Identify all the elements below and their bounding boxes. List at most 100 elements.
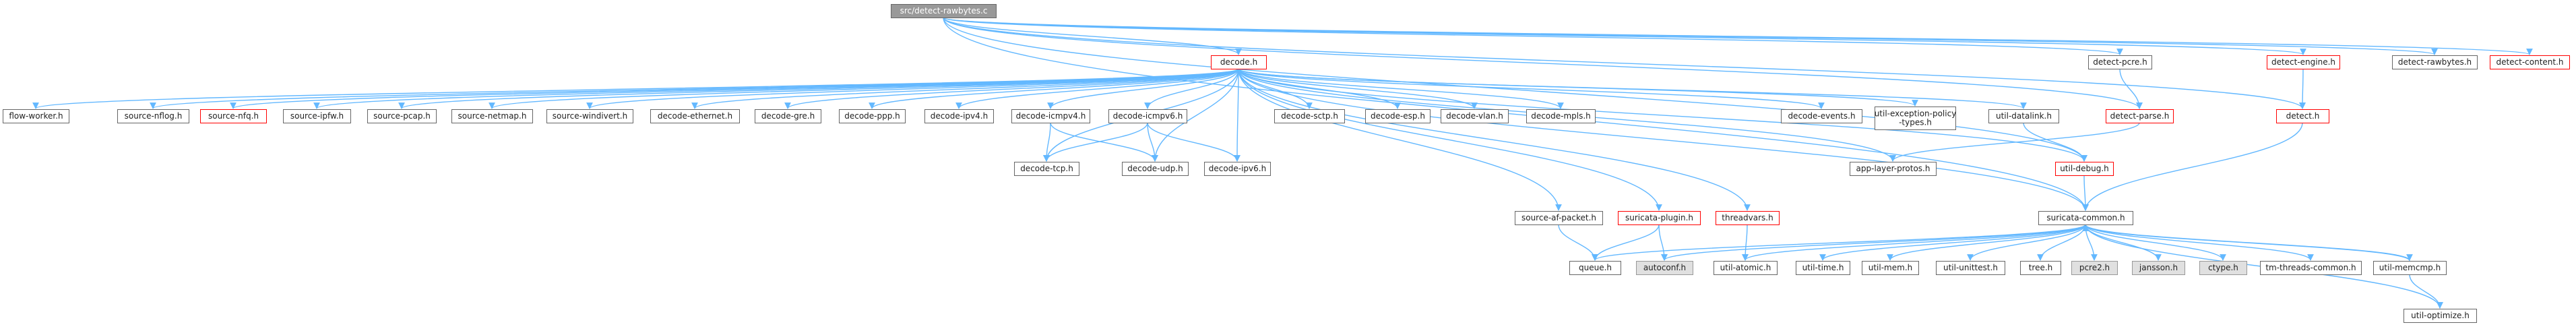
node-box (2404, 309, 2477, 323)
node-box (451, 109, 533, 123)
edge-suricata-common-to-queue-h (1592, 224, 2086, 261)
node-box (2020, 261, 2061, 275)
node-label: source-windivert.h (553, 111, 627, 121)
node-util-atomic[interactable]: util-atomic.h (1714, 261, 1778, 275)
node-decode-ipv6[interactable]: decode-ipv6.h (1204, 162, 1271, 176)
node-detect-pcre[interactable]: detect-pcre.h (2088, 55, 2152, 69)
edge-suricata-common-to-autoconf (1661, 224, 2086, 261)
node-util-memcmp[interactable]: util-memcmp.h (2373, 261, 2447, 275)
node-label: suricata-plugin.h (1625, 213, 1693, 222)
node-source-pcap[interactable]: source-pcap.h (367, 109, 437, 123)
node-detect-rawbytes[interactable]: detect-rawbytes.h (2392, 55, 2478, 69)
node-box (2038, 211, 2133, 225)
node-suricata-common[interactable]: suricata-common.h (2038, 211, 2133, 225)
node-detect-parse[interactable]: detect-parse.h (2106, 109, 2174, 123)
node-tm-threads-common[interactable]: tm-threads-common.h (2260, 261, 2362, 275)
node-source-nfq[interactable]: source-nfq.h (200, 109, 267, 123)
node-threadvars[interactable]: threadvars.h (1716, 211, 1780, 225)
edge-decode-icmpv6-to-decode-ipv6 (1147, 122, 1240, 162)
node-label: pcre2.h (2079, 263, 2110, 272)
edge-detect-engine-to-detect-h (2299, 68, 2306, 109)
node-suricata-plugin[interactable]: suricata-plugin.h (1618, 211, 1701, 225)
node-box (2132, 261, 2185, 275)
node-app-layer-protos[interactable]: app-layer-protos.h (1850, 162, 1937, 176)
node-source-netmap[interactable]: source-netmap.h (451, 109, 533, 123)
node-util-unittest[interactable]: util-unittest.h (1936, 261, 2005, 275)
node-box (2373, 261, 2447, 275)
node-label: threadvars.h (1722, 213, 1773, 222)
node-decode-h[interactable]: decode.h (1211, 55, 1267, 69)
node-label: source-af-packet.h (1521, 213, 1596, 222)
edge-decode-h-to-source-nfq (230, 68, 1239, 109)
node-ctype[interactable]: ctype.h (2199, 261, 2247, 275)
node-util-mem[interactable]: util-mem.h (1862, 261, 1919, 275)
node-box (546, 109, 633, 123)
node-tree-h[interactable]: tree.h (2020, 261, 2061, 275)
node-label: detect-engine.h (2271, 57, 2335, 67)
node-detect-content[interactable]: detect-content.h (2490, 55, 2570, 69)
node-decode-esp[interactable]: decode-esp.h (1365, 109, 1431, 123)
node-decode-sctp[interactable]: decode-sctp.h (1274, 109, 1345, 123)
node-decode-gre[interactable]: decode-gre.h (755, 109, 821, 123)
node-detect-h[interactable]: detect.h (2276, 109, 2329, 123)
node-label: source-netmap.h (458, 111, 527, 121)
node-pcre2[interactable]: pcre2.h (2071, 261, 2118, 275)
node-label: detect-content.h (2496, 57, 2563, 67)
node-label: detect-rawbytes.h (2398, 57, 2472, 67)
node-source-ipfw[interactable]: source-ipfw.h (283, 109, 351, 123)
node-decode-icmpv6[interactable]: decode-icmpv6.h (1108, 109, 1187, 123)
node-root[interactable]: src/detect-rawbytes.c (891, 4, 997, 18)
node-flow-worker[interactable]: flow-worker.h (3, 109, 69, 123)
node-label: util-unittest.h (1943, 263, 1998, 272)
node-util-optimize[interactable]: util-optimize.h (2404, 309, 2477, 323)
edge-decode-h-to-decode-ppp (869, 68, 1239, 109)
node-decode-tcp[interactable]: decode-tcp.h (1014, 162, 1079, 176)
node-label: decode-esp.h (1371, 111, 1425, 121)
node-label: tree.h (2029, 263, 2053, 272)
edge-detect-h-to-suricata-common (2082, 122, 2303, 211)
node-util-time[interactable]: util-time.h (1796, 261, 1850, 275)
edge-source-af-packet-to-queue-h (1558, 224, 1598, 261)
node-jansson[interactable]: jansson.h (2132, 261, 2185, 275)
node-util-debug[interactable]: util-debug.h (2055, 162, 2114, 176)
node-util-exception-policy[interactable]: util-exception-policy-types.h (1875, 107, 1957, 130)
edge-threadvars-to-util-atomic (1742, 224, 1749, 261)
node-queue-h[interactable]: queue.h (1569, 261, 1621, 275)
node-decode-ipv4[interactable]: decode-ipv4.h (924, 109, 994, 123)
edge-suricata-common-to-ctype (2085, 224, 2226, 261)
node-label: source-pcap.h (373, 111, 431, 121)
node-decode-mpls[interactable]: decode-mpls.h (1526, 109, 1596, 123)
node-box (117, 109, 189, 123)
node-decode-udp[interactable]: decode-udp.h (1122, 162, 1189, 176)
node-source-nflog[interactable]: source-nflog.h (117, 109, 189, 123)
node-source-windivert[interactable]: source-windivert.h (546, 109, 633, 123)
edge-root-to-detect-content (943, 17, 2533, 55)
edge-util-memcmp-to-suricata-common (2082, 224, 2410, 262)
edge-decode-icmpv4-to-decode-udp (1050, 122, 1158, 162)
node-label: suricata-common.h (2046, 213, 2125, 222)
edge-decode-h-to-decode-mpls (1238, 68, 1564, 109)
node-box (1796, 261, 1850, 275)
node-decode-icmpv4[interactable]: decode-icmpv4.h (1011, 109, 1090, 123)
node-decode-vlan[interactable]: decode-vlan.h (1441, 109, 1509, 123)
node-box (1365, 109, 1431, 123)
node-source-af-packet[interactable]: source-af-packet.h (1515, 211, 1603, 225)
node-label: decode-ppp.h (844, 111, 900, 121)
node-decode-ppp[interactable]: decode-ppp.h (839, 109, 906, 123)
node-detect-engine[interactable]: detect-engine.h (2267, 55, 2340, 69)
node-util-datalink[interactable]: util-datalink.h (1988, 109, 2059, 123)
edge-detect-parse-to-app-layer-protos (1889, 122, 2140, 162)
node-box (1850, 162, 1937, 176)
node-label: decode-sctp.h (1281, 111, 1338, 121)
edge-decode-h-to-decode-ipv6 (1234, 68, 1240, 162)
node-box (1014, 162, 1079, 176)
edge-root-to-detect-pcre (943, 17, 2123, 55)
node-box (2267, 55, 2340, 69)
edge-decode-h-to-source-windivert (586, 68, 1239, 109)
node-autoconf[interactable]: autoconf.h (1636, 261, 1693, 275)
node-decode-ethernet[interactable]: decode-ethernet.h (650, 109, 740, 123)
edge-decode-h-to-decode-udp (1152, 68, 1239, 162)
node-label: decode-udp.h (1127, 164, 1183, 173)
node-decode-events[interactable]: decode-events.h (1781, 109, 1862, 123)
edge-decode-h-to-suricata-plugin (1238, 68, 1662, 211)
